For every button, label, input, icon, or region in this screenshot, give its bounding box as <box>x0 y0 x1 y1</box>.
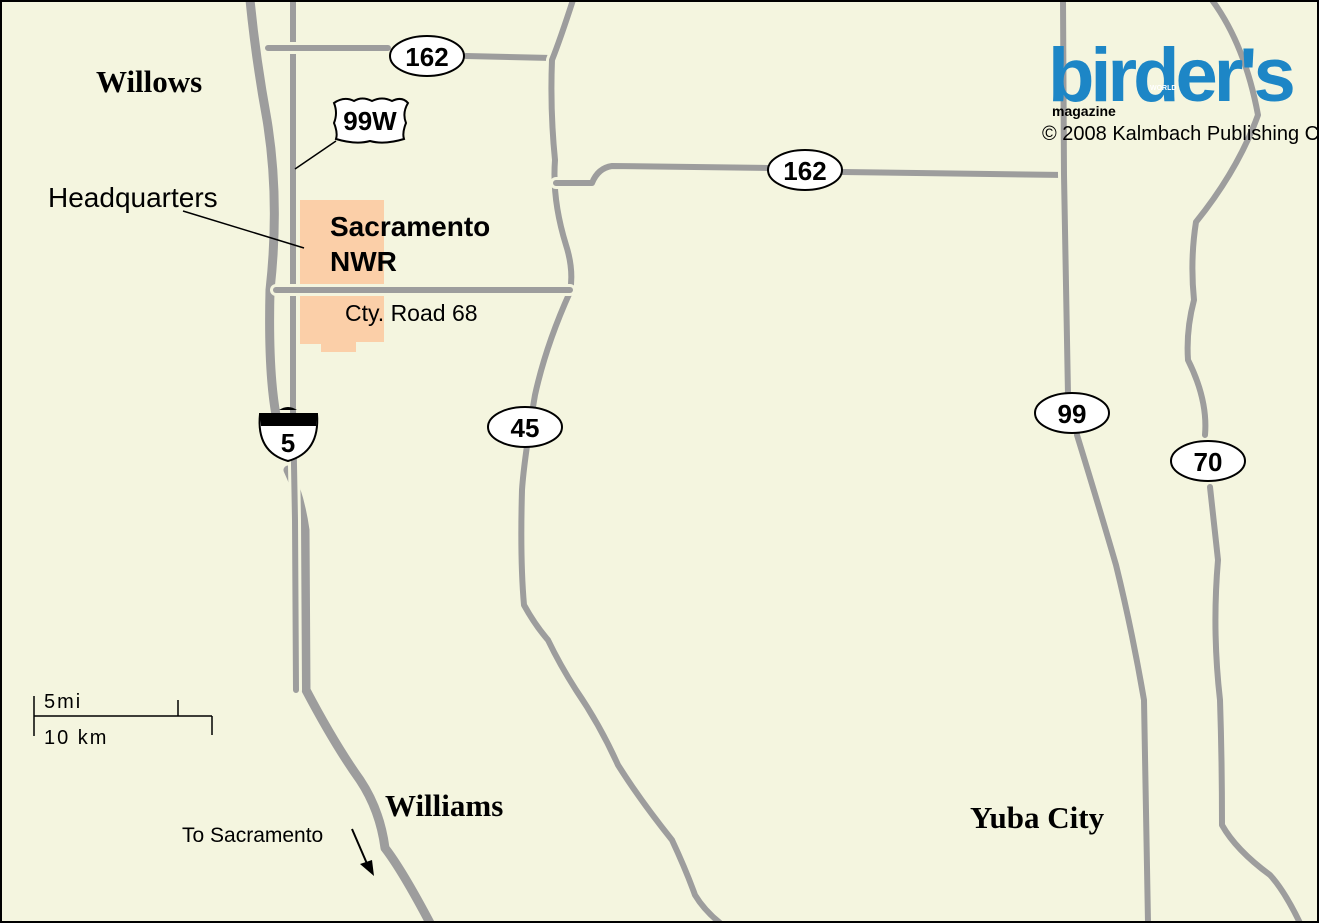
highway-45 <box>518 0 723 923</box>
label-refuge-line1: Sacramento <box>330 211 490 242</box>
town-willows: Willows <box>96 64 202 99</box>
refuge-area <box>300 200 384 352</box>
town-williams: Williams <box>385 788 503 823</box>
scale-bar-miles: 5mi <box>44 691 82 713</box>
label-county-road-68: Cty. Road 68 <box>345 300 478 326</box>
shield-99w-icon: 99W <box>332 97 410 144</box>
logo-copyright: © 2008 Kalmbach Publishing Co. <box>1042 123 1319 145</box>
shield-45-number: 45 <box>511 413 540 443</box>
leader-99w <box>294 140 337 170</box>
town-yuba-city: Yuba City <box>970 800 1105 835</box>
publisher-logo: birder's WORLD magazine © 2008 Kalmbach … <box>1042 33 1319 145</box>
scale-bar: 5mi 10 km <box>33 691 213 749</box>
shield-interstate-5-number: 5 <box>281 428 295 458</box>
highway-162-north <box>265 45 555 61</box>
shield-162-north-icon: 162 <box>389 35 465 77</box>
leader-headquarters <box>182 210 305 249</box>
shield-70-icon: 70 <box>1170 440 1246 482</box>
interstate-5-south <box>283 465 435 923</box>
interstate-5-north <box>245 0 281 420</box>
shield-162-east-number: 162 <box>783 156 826 186</box>
logo-world: WORLD <box>1150 85 1176 92</box>
shield-162-north-number: 162 <box>405 42 448 72</box>
highway-162-east <box>553 163 1069 186</box>
shield-99-icon: 99 <box>1034 392 1110 434</box>
highway-70 <box>1184 0 1303 923</box>
label-to-sacramento: To Sacramento <box>182 824 323 847</box>
label-refuge-line2: NWR <box>330 246 397 277</box>
highway-99w <box>290 0 299 693</box>
shield-99w-number: 99W <box>343 106 397 136</box>
arrow-to-sacramento-icon <box>351 828 374 876</box>
logo-wordmark: birder's <box>1048 33 1293 118</box>
logo-magazine: magazine <box>1052 103 1116 119</box>
shield-45-icon: 45 <box>487 406 563 448</box>
shield-70-number: 70 <box>1194 447 1223 477</box>
road-network <box>241 0 1306 923</box>
label-headquarters: Headquarters <box>48 182 218 213</box>
shield-99-number: 99 <box>1058 399 1087 429</box>
highway-99 <box>1060 0 1151 923</box>
shield-interstate-5-icon: 5 <box>258 407 319 463</box>
shield-162-east-icon: 162 <box>767 149 843 191</box>
scale-bar-kilometers: 10 km <box>44 727 108 749</box>
